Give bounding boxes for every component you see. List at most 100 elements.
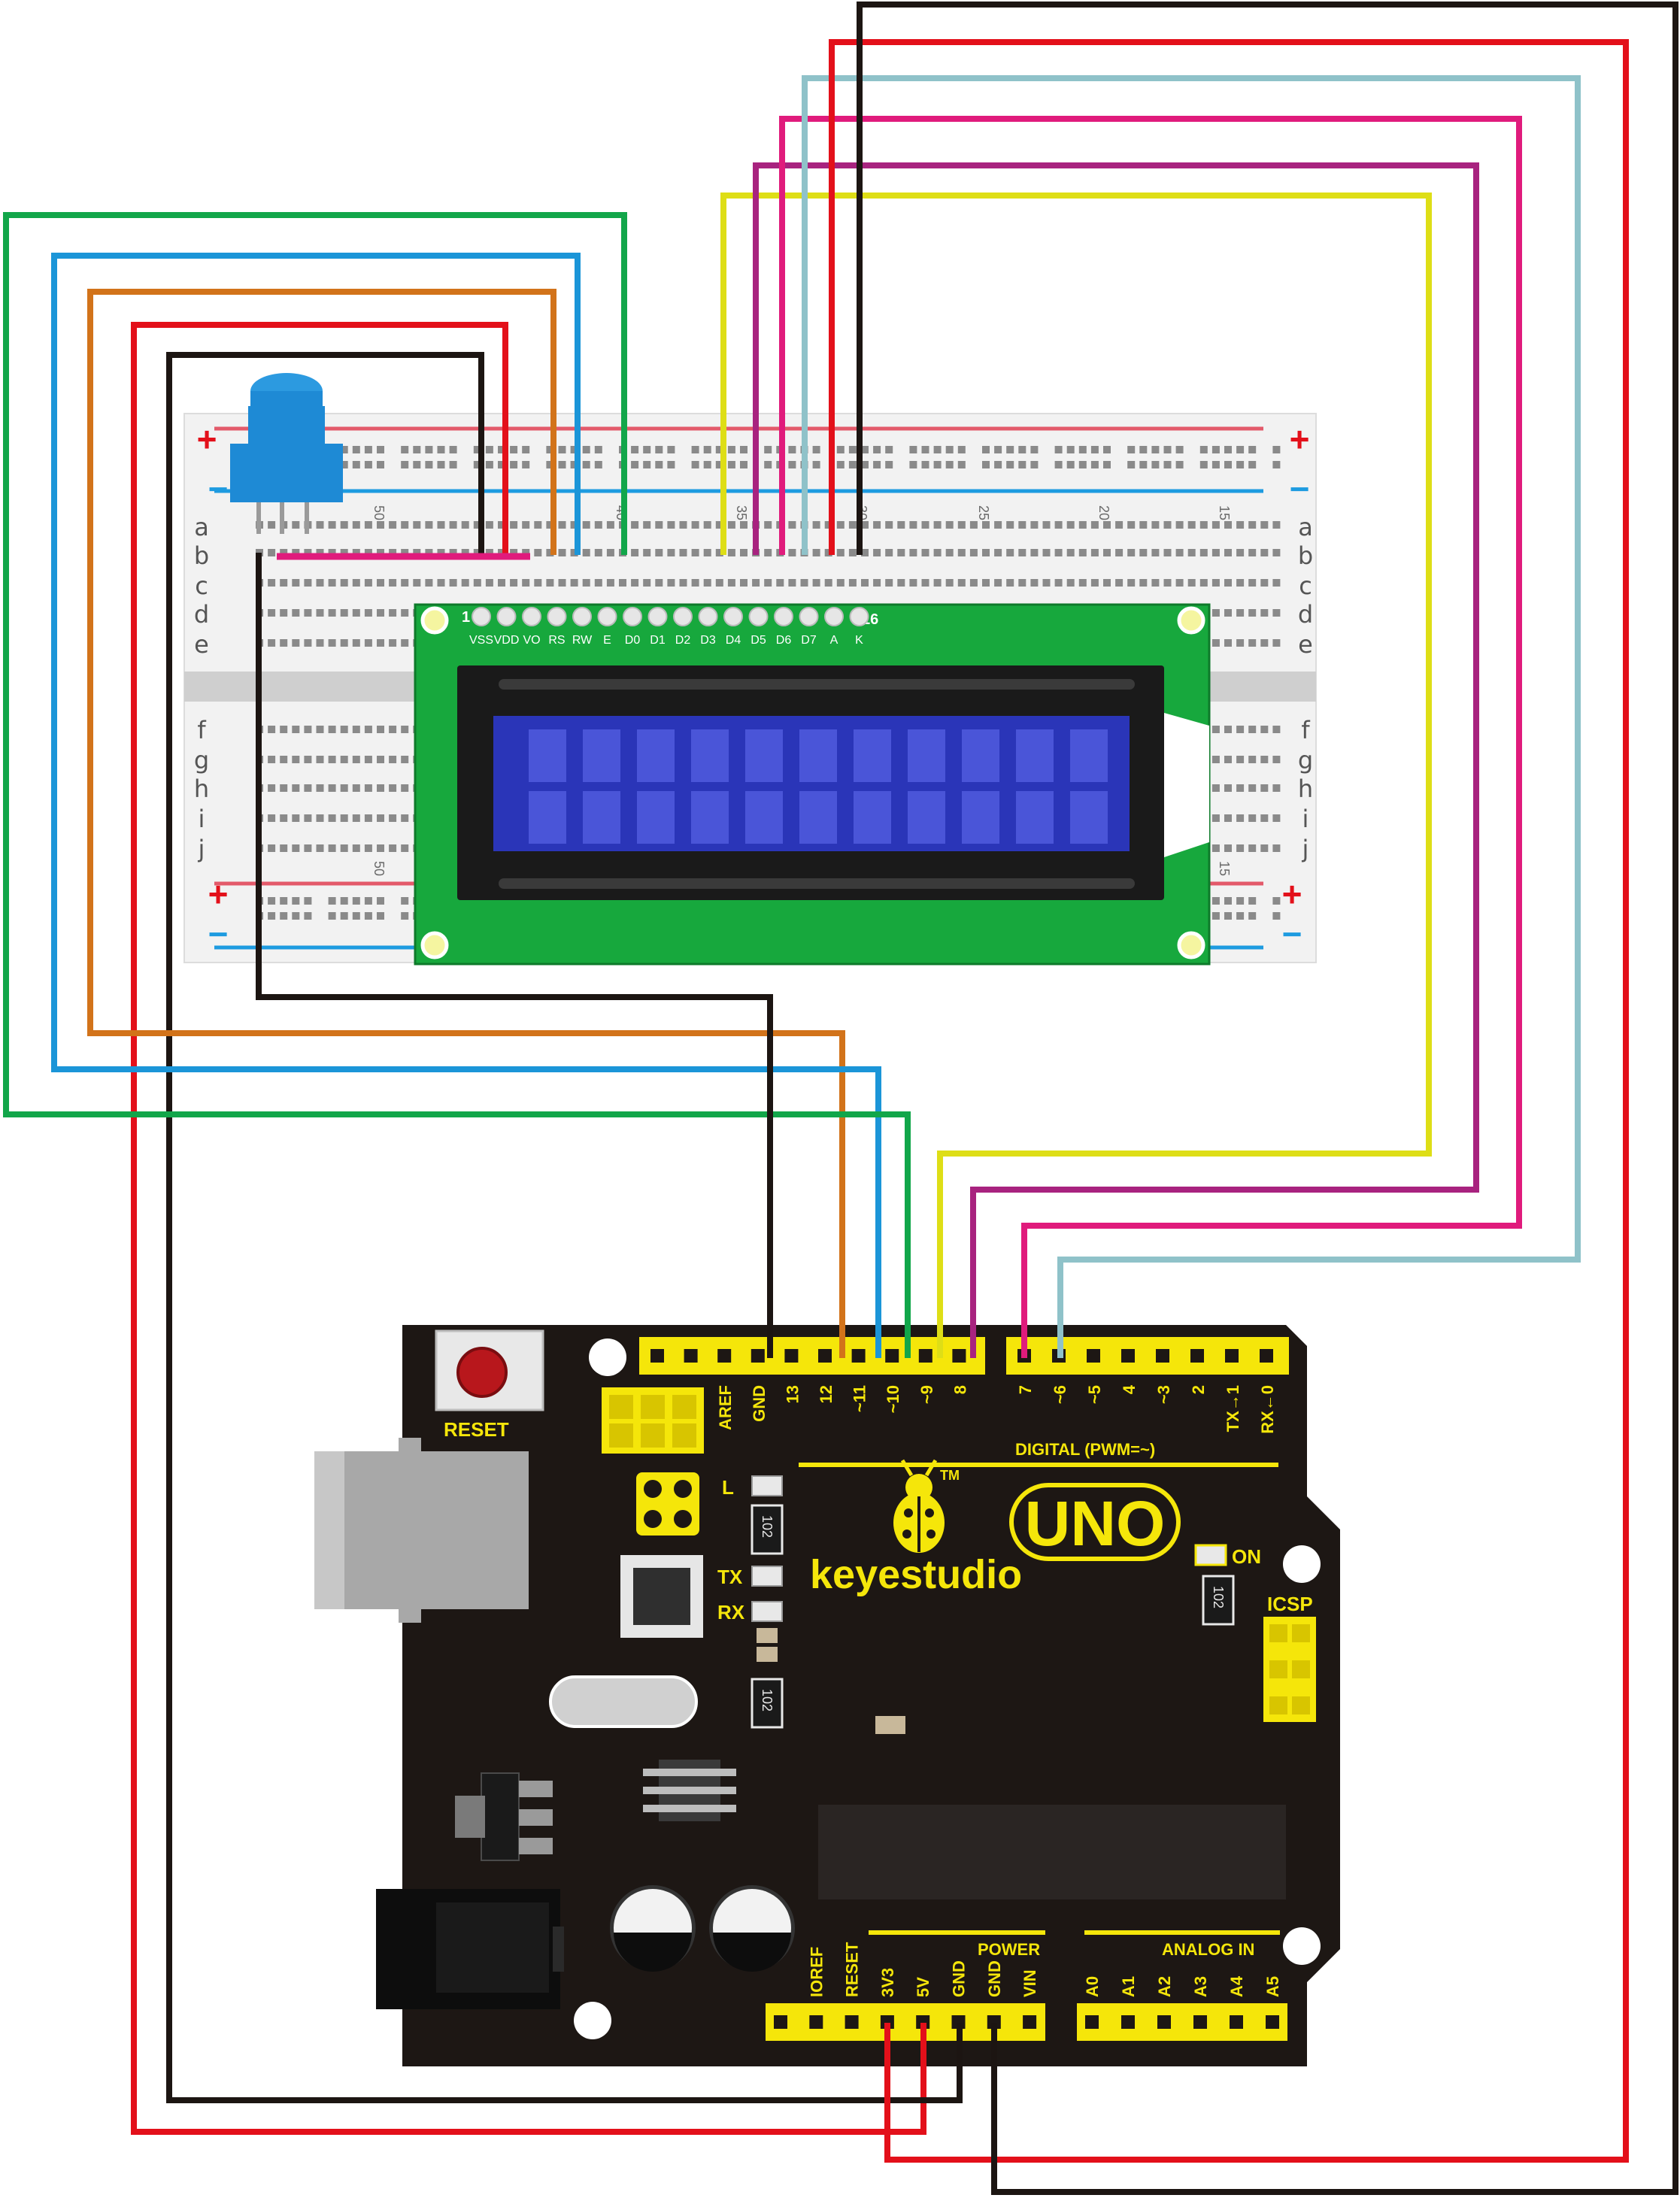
breadboard-hole	[1248, 756, 1257, 763]
rail-hole	[546, 446, 554, 453]
breadboard-hole	[352, 784, 360, 792]
breadboard-hole	[280, 639, 288, 647]
breadboard-hole	[449, 549, 457, 556]
breadboard-hole	[546, 579, 554, 587]
rail-hole	[1248, 446, 1257, 453]
breadboard-hole	[401, 549, 409, 556]
breadboard-hole	[1151, 549, 1160, 556]
breadboard-hole	[1090, 579, 1099, 587]
lcd-pin	[496, 607, 517, 626]
power-header-hole[interactable]	[880, 2015, 894, 2029]
breadboard-hole	[280, 844, 288, 852]
breadboard-hole	[776, 579, 784, 587]
digital-header-hole[interactable]	[918, 1349, 932, 1363]
breadboard-hole	[1199, 549, 1208, 556]
lcd-pin	[647, 607, 668, 626]
digital-header-hole[interactable]	[1190, 1349, 1204, 1363]
digital-header-hole[interactable]	[1225, 1349, 1239, 1363]
breadboard-hole	[582, 549, 590, 556]
reset-button[interactable]	[456, 1347, 508, 1398]
icsp-label: ICSP	[1267, 1593, 1313, 1615]
power-header-hole[interactable]	[1157, 2015, 1171, 2029]
digital-header-hole[interactable]	[751, 1349, 765, 1363]
rail-hole	[1272, 897, 1281, 905]
bottom-right-minus: −	[1282, 914, 1302, 953]
power-header-hole[interactable]	[987, 2015, 1001, 2029]
digital-header-hole[interactable]	[1121, 1349, 1135, 1363]
breadboard-hole	[377, 756, 384, 763]
potentiometer	[230, 373, 343, 534]
breadboard-hole	[292, 639, 300, 647]
breadboard-hole	[352, 609, 360, 617]
breadboard-hole	[316, 609, 324, 617]
rail-hole	[643, 461, 651, 468]
lcd-char-cell	[799, 729, 837, 782]
digital-header-hole[interactable]	[717, 1349, 732, 1363]
lcd-pin	[547, 607, 567, 626]
row-letter-left: i	[199, 805, 205, 833]
breadboard-hole	[1260, 549, 1269, 556]
digital-header-hole[interactable]	[650, 1349, 664, 1363]
lcd-pin-label: D7	[801, 634, 817, 647]
rail-hole	[933, 461, 942, 468]
breadboard-hole	[1260, 521, 1269, 529]
voltage-regulator	[481, 1772, 520, 1861]
power-header-hole[interactable]	[809, 2015, 823, 2029]
breadboard-hole	[1236, 609, 1245, 617]
digital-pin-label: AREF	[716, 1385, 735, 1430]
power-header-hole[interactable]	[774, 2015, 787, 2029]
rail-hole	[788, 446, 796, 453]
digital-header-hole[interactable]	[1087, 1349, 1100, 1363]
power-header-hole[interactable]	[1085, 2015, 1099, 2029]
digital-header-hole[interactable]	[952, 1349, 966, 1363]
digital-header-hole[interactable]	[1260, 1349, 1273, 1363]
digital-header-hole[interactable]	[684, 1349, 698, 1363]
lcd-char-cell	[1070, 729, 1108, 782]
digital-pin-label: TX→1	[1224, 1385, 1242, 1432]
breadboard-hole	[1115, 549, 1124, 556]
breadboard-hole	[304, 549, 312, 556]
power-header-hole[interactable]	[1230, 2015, 1243, 2029]
digital-pin-label: 7	[1016, 1385, 1035, 1394]
power-header-hole[interactable]	[1121, 2015, 1135, 2029]
power-header-hole[interactable]	[845, 2015, 859, 2029]
digital-header-hole[interactable]	[784, 1349, 799, 1363]
svg-text:102: 102	[760, 1515, 775, 1538]
rail-hole	[268, 897, 276, 905]
breadboard-hole	[897, 579, 905, 587]
on-label: ON	[1232, 1545, 1261, 1568]
power-header-hole[interactable]	[1023, 2015, 1037, 2029]
svg-text:102: 102	[1211, 1586, 1226, 1608]
top-left-minus: −	[208, 469, 229, 508]
breadboard-hole	[316, 784, 324, 792]
power-header-hole[interactable]	[1193, 2015, 1207, 2029]
digital-header-hole[interactable]	[818, 1349, 832, 1363]
rail-hole	[1199, 461, 1208, 468]
breadboard-hole	[715, 521, 723, 529]
rail-hole	[655, 446, 663, 453]
breadboard-hole	[764, 521, 772, 529]
digital-header-hole[interactable]	[885, 1349, 899, 1363]
breadboard-hole	[389, 726, 397, 733]
rail-hole	[1139, 461, 1148, 468]
rail-hole	[377, 912, 384, 920]
breadboard-hole	[364, 609, 372, 617]
breadboard-hole	[304, 726, 312, 733]
breadboard-hole	[921, 521, 929, 529]
breadboard-hole	[413, 579, 421, 587]
digital-header-hole[interactable]	[1156, 1349, 1169, 1363]
rail-hole	[558, 461, 566, 468]
wire-black-lcd-k-gnd	[857, 2, 1678, 2195]
power-header-hole[interactable]	[1266, 2015, 1279, 2029]
rail-hole	[364, 461, 372, 468]
breadboard-hole	[1272, 814, 1281, 822]
breadboard-hole	[933, 579, 942, 587]
breadboard-hole	[945, 549, 954, 556]
breadboard-hole	[1103, 521, 1111, 529]
rail-hole	[921, 461, 929, 468]
rail-hole	[1224, 446, 1232, 453]
digital-header-hole[interactable]	[851, 1349, 866, 1363]
breadboard-hole	[740, 579, 748, 587]
rail-hole	[340, 897, 348, 905]
breadboard-hole	[606, 579, 614, 587]
